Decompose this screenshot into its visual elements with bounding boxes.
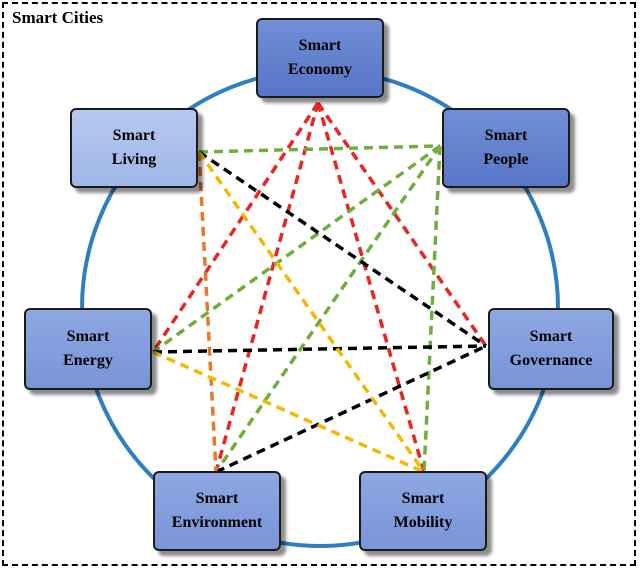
node-smart-mobility: Smart Mobility — [359, 471, 487, 551]
connection-economy-mobility — [316, 102, 426, 473]
connection-living-mobility — [197, 150, 426, 474]
node-label-line2: Governance — [509, 352, 593, 369]
connection-economy-environment — [214, 102, 320, 473]
node-label-line2: Environment — [171, 514, 263, 531]
connection-people-environment — [214, 145, 442, 473]
connection-energy-governance — [152, 344, 487, 354]
node-label-line1: Smart — [298, 37, 342, 54]
connection-people-mobility — [422, 145, 442, 473]
node-label-line2: Economy — [288, 61, 352, 78]
node-smart-energy: Smart Energy — [24, 308, 152, 390]
node-label-line1: Smart — [112, 127, 156, 144]
connection-living-people — [198, 144, 441, 154]
node-smart-governance: Smart Governance — [488, 308, 614, 390]
node-label-line2: Mobility — [393, 514, 453, 531]
node-label-line2: Energy — [63, 352, 113, 369]
node-label-line1: Smart — [529, 328, 573, 345]
node-smart-economy: Smart Economy — [256, 18, 384, 98]
connection-economy-governance — [316, 102, 488, 347]
node-smart-living: Smart Living — [70, 108, 198, 188]
node-label-line2: People — [483, 151, 529, 168]
node-label-line2: Living — [111, 151, 157, 168]
connection-economy-energy — [151, 102, 320, 353]
connection-environment-governance — [215, 344, 487, 474]
connection-living-environment — [197, 151, 218, 473]
node-label-line1: Smart — [401, 490, 445, 507]
connection-living-governance — [198, 150, 487, 348]
diagram-title: Smart Cities — [12, 8, 104, 27]
node-smart-environment: Smart Environment — [153, 471, 281, 551]
node-label-line1: Smart — [484, 127, 528, 144]
node-label-line1: Smart — [66, 328, 110, 345]
node-label-line1: Smart — [195, 490, 239, 507]
connection-energy-mobility — [152, 350, 425, 474]
node-smart-people: Smart People — [442, 108, 570, 188]
